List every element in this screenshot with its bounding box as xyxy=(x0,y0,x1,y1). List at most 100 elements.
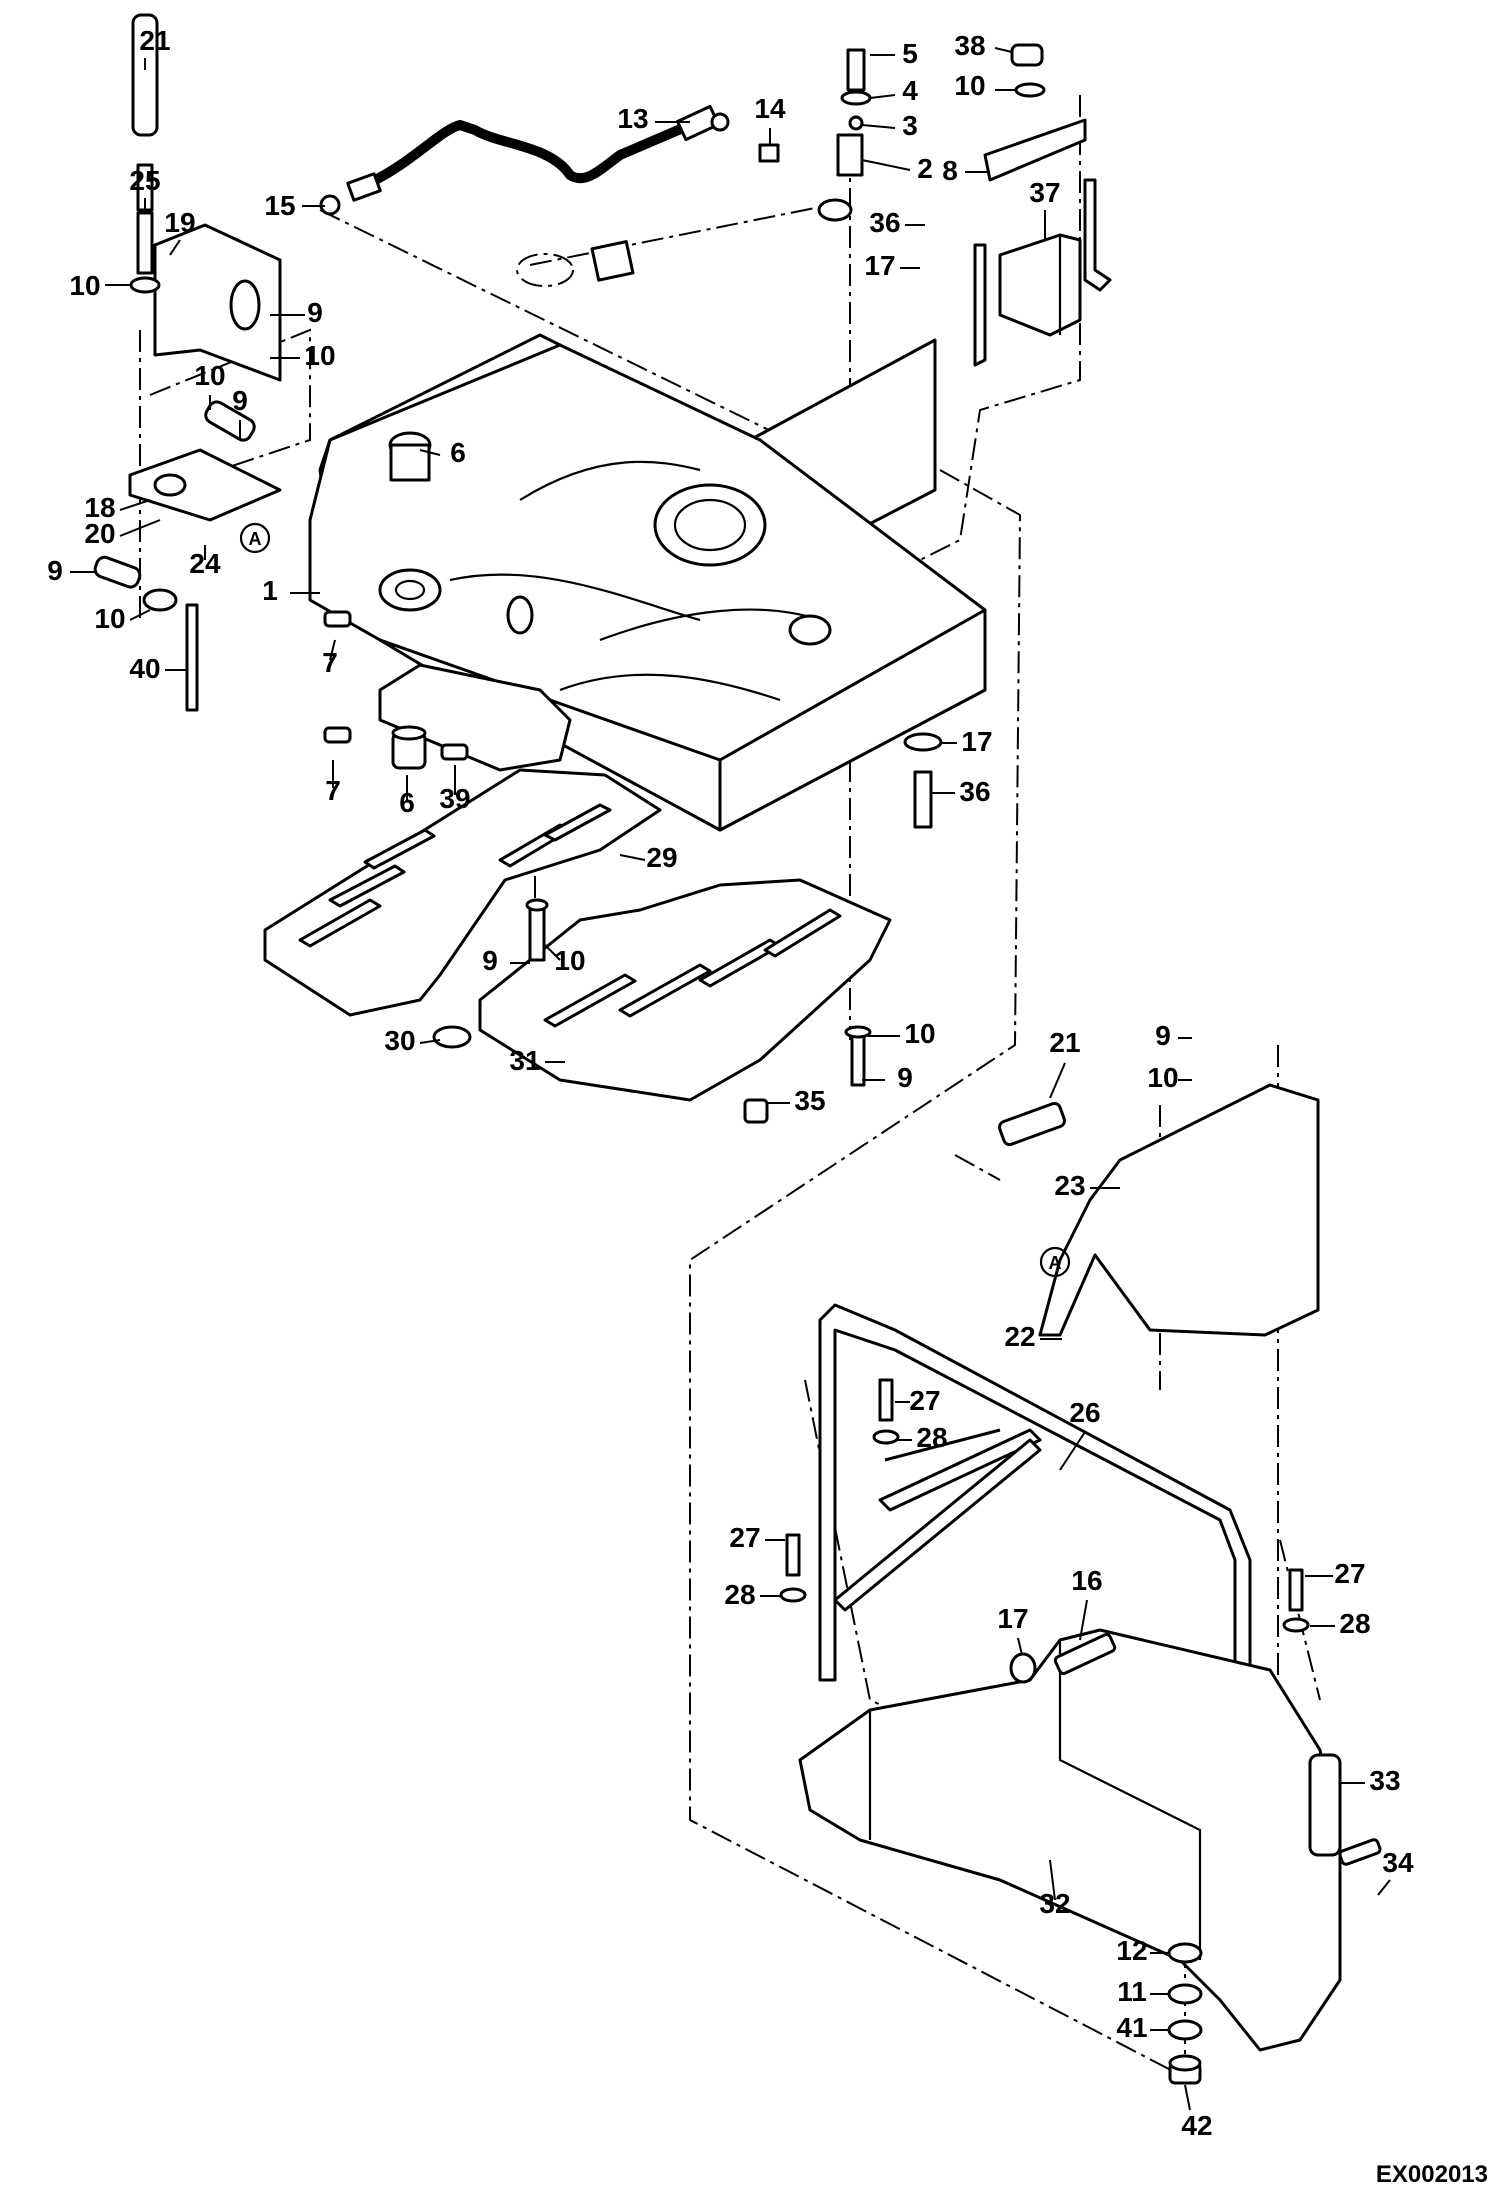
callout-label: 10 xyxy=(904,1018,935,1049)
callout-label: 36 xyxy=(869,207,900,238)
callout-label: 9 xyxy=(307,297,323,328)
callout-label: 16 xyxy=(1071,1565,1102,1596)
callout-label: 6 xyxy=(399,787,415,818)
callout-label: 33 xyxy=(1369,1765,1400,1796)
frame-fasteners xyxy=(779,1378,1310,1684)
callout-label: 5 xyxy=(902,38,918,69)
callout-label: 41 xyxy=(1116,2012,1147,2043)
callout-leader xyxy=(129,609,151,621)
callout-leader xyxy=(1049,1859,1056,1901)
callout-label: 30 xyxy=(384,1025,415,1056)
callout-label: 28 xyxy=(916,1422,947,1453)
callout-label: 40 xyxy=(129,653,160,684)
callout-label: 18 xyxy=(84,492,115,523)
callout-label: 21 xyxy=(139,25,170,56)
callout-label: 10 xyxy=(954,70,985,101)
callout-label: 17 xyxy=(997,1603,1028,1634)
callout-label: 9 xyxy=(47,555,63,586)
callout-leader xyxy=(169,239,181,256)
callout-label: 20 xyxy=(84,518,115,549)
callout-label: 11 xyxy=(1117,1976,1147,2007)
callout-label: 8 xyxy=(942,155,958,186)
reference-label-a-1: A xyxy=(249,529,262,549)
callout-label: 9 xyxy=(482,945,498,976)
reference-label-a-2: A xyxy=(1049,1253,1062,1273)
callout-leader xyxy=(119,499,151,511)
callout-label: 10 xyxy=(304,340,335,371)
floor-plates xyxy=(263,768,892,1124)
callout-label: 38 xyxy=(954,30,985,61)
callout-leader xyxy=(869,94,896,99)
callout-leader xyxy=(419,449,441,456)
callout-leader xyxy=(861,159,911,171)
callout-label: 7 xyxy=(322,647,338,678)
drawing-code: EX002013 xyxy=(1376,2161,1488,2188)
callout-label: 31 xyxy=(509,1045,540,1076)
callout-label: 27 xyxy=(729,1522,760,1553)
callout-label: 3 xyxy=(902,110,918,141)
callout-label: 10 xyxy=(554,945,585,976)
callout-leader xyxy=(544,944,561,961)
callout-label: 9 xyxy=(897,1062,913,1093)
callout-label: 15 xyxy=(264,190,295,221)
callout-label: 2 xyxy=(917,153,933,184)
callout-label: 17 xyxy=(961,726,992,757)
callout-leader xyxy=(1049,1062,1066,1099)
support-frame xyxy=(818,1303,1252,1687)
upper-frame xyxy=(308,333,987,832)
callout-label: 34 xyxy=(1382,1847,1414,1878)
callout-label: 26 xyxy=(1069,1397,1100,1428)
callout-label: 23 xyxy=(1054,1170,1085,1201)
callout-label: 17 xyxy=(864,250,895,281)
callout-label: 10 xyxy=(69,270,100,301)
callout-label: 9 xyxy=(232,385,248,416)
callout-label: 25 xyxy=(129,165,160,196)
callout-label: 37 xyxy=(1029,177,1060,208)
reference-circle-a-2 xyxy=(1039,1246,1071,1278)
callout-leader xyxy=(619,854,646,861)
callout-label: 35 xyxy=(794,1085,825,1116)
callout-label: 28 xyxy=(1339,1608,1370,1639)
callout-label: 32 xyxy=(1039,1888,1070,1919)
counterweight xyxy=(798,1628,1382,2052)
callout-label: 27 xyxy=(1334,1558,1365,1589)
callout-label: 27 xyxy=(909,1385,940,1416)
callout-label: 10 xyxy=(1147,1062,1178,1093)
callout-label: 24 xyxy=(189,548,221,579)
callout-leader xyxy=(119,519,161,537)
callout-leader xyxy=(1017,1637,1023,1656)
callout-label: 7 xyxy=(325,775,341,806)
hydraulic-hose xyxy=(319,104,730,216)
callout-leader xyxy=(1377,1879,1391,1896)
callout-label: 42 xyxy=(1181,2110,1212,2141)
callout-label: 14 xyxy=(754,93,786,124)
reference-circle-a-1 xyxy=(239,522,271,554)
callout-label: 13 xyxy=(617,103,648,134)
callout-label: 1 xyxy=(262,575,278,606)
side-cover xyxy=(998,1083,1320,1337)
floor-slots xyxy=(298,803,842,1028)
callout-label: 22 xyxy=(1004,1321,1035,1352)
callout-label: 29 xyxy=(646,842,677,873)
callout-label: 12 xyxy=(1116,1935,1147,1966)
callout-label: 21 xyxy=(1049,1027,1080,1058)
callout-leader xyxy=(861,124,896,129)
mounts-below-frame xyxy=(323,610,943,829)
callout-label: 9 xyxy=(1155,1020,1171,1051)
callout-leader xyxy=(329,639,336,661)
swing-cylinder-outline xyxy=(516,198,853,287)
left-brackets xyxy=(93,13,432,712)
callout-label: 39 xyxy=(439,783,470,814)
callout-leader xyxy=(1079,1599,1088,1641)
callout-label: 19 xyxy=(164,207,195,238)
bottom-mounts xyxy=(1167,1942,1203,2085)
callout-label: 4 xyxy=(902,75,918,106)
callout-leader xyxy=(1184,2084,1191,2111)
reference-markers: A A xyxy=(239,522,1071,1278)
battery-bracket xyxy=(973,118,1112,367)
callout-leader xyxy=(1059,1431,1086,1471)
callout-label: 10 xyxy=(94,603,125,634)
callout-label: 28 xyxy=(724,1579,755,1610)
